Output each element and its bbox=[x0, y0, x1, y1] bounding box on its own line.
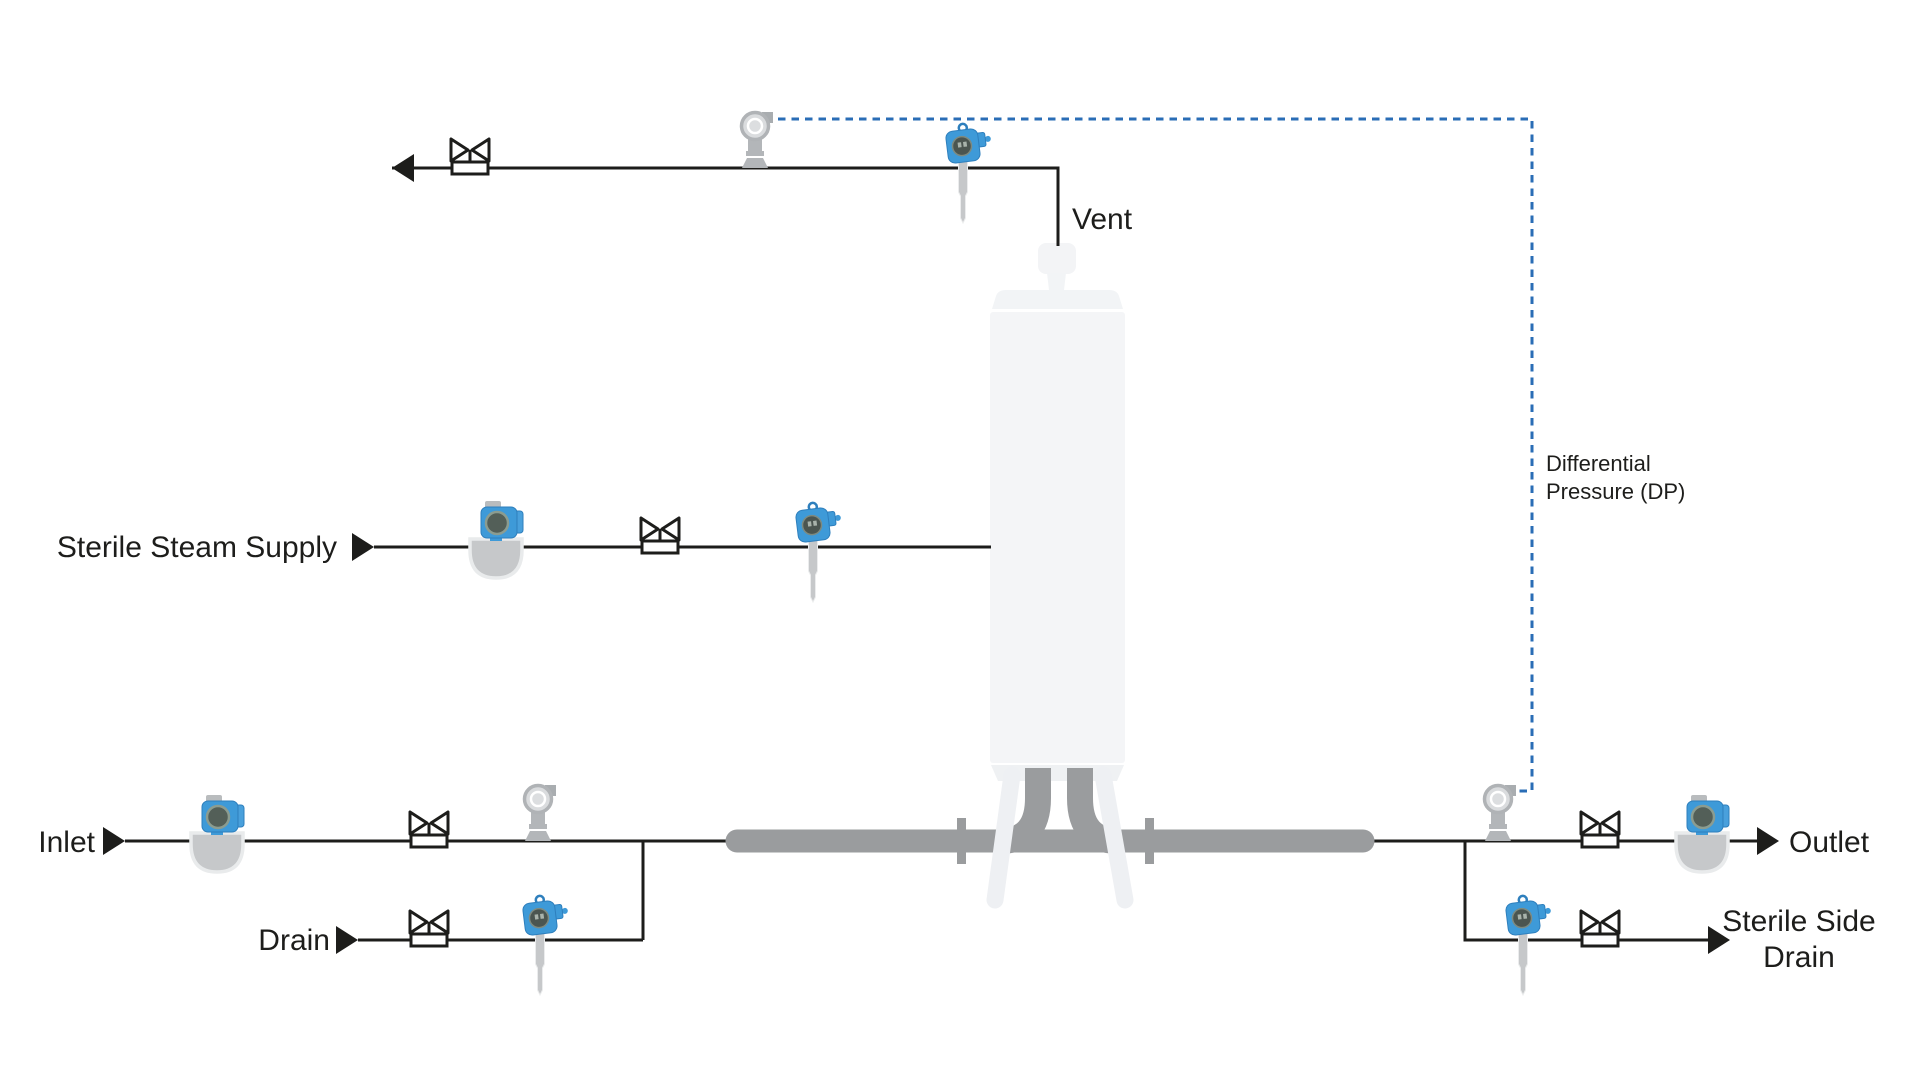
steam-flow-meter-icon bbox=[468, 499, 525, 580]
sterile-side-drain-valve-icon bbox=[1579, 909, 1621, 948]
main-process-line bbox=[103, 766, 1779, 942]
dp-signal-line bbox=[778, 117, 1534, 793]
outlet-label: Outlet bbox=[1789, 826, 1870, 859]
pipe-flange-right bbox=[1145, 818, 1154, 864]
sterile-side-drain-temperature-sensor-icon bbox=[1503, 891, 1555, 997]
vent-flow-arrow-icon bbox=[392, 154, 414, 182]
vent-line bbox=[392, 110, 1060, 246]
sterile-steam-supply-line bbox=[352, 498, 991, 604]
inlet-flow-meter-icon bbox=[189, 793, 246, 874]
differential-pressure-label-line2: Pressure (DP) bbox=[1546, 479, 1685, 504]
differential-pressure-label-line1: Differential bbox=[1546, 451, 1651, 476]
vessel-neck bbox=[1047, 273, 1066, 290]
sterile-steam-supply-label: Sterile Steam Supply bbox=[57, 531, 337, 564]
vessel-top-lip bbox=[992, 290, 1123, 309]
vessel-leg-left bbox=[986, 766, 1021, 909]
vent-valve-icon bbox=[449, 137, 491, 176]
outlet-flow-arrow-icon bbox=[1757, 827, 1779, 855]
steam-flow-arrow-icon bbox=[352, 533, 374, 561]
sterile-side-drain-line bbox=[1503, 891, 1730, 997]
steam-valve-icon bbox=[639, 516, 681, 555]
pipe-flange-left bbox=[957, 818, 966, 864]
vent-temperature-sensor-icon bbox=[943, 119, 995, 225]
drain-temperature-sensor-icon bbox=[520, 891, 572, 997]
filter-housing-vessel bbox=[990, 243, 1125, 781]
sterile-side-drain-label-line2: Drain bbox=[1763, 941, 1835, 974]
outlet-valve-icon bbox=[1579, 810, 1621, 849]
inlet-pressure-transmitter-icon bbox=[522, 783, 558, 843]
sterile-side-drain-label-line1: Sterile Side bbox=[1722, 905, 1875, 938]
inlet-label: Inlet bbox=[38, 826, 95, 859]
outlet-flow-meter-icon bbox=[1674, 793, 1731, 874]
steam-temperature-sensor-icon bbox=[793, 498, 845, 604]
drain-valve-icon bbox=[408, 909, 450, 948]
inlet-flow-arrow-icon bbox=[103, 827, 125, 855]
drain-line bbox=[336, 891, 572, 997]
inlet-valve-icon bbox=[408, 810, 450, 849]
vessel-body bbox=[990, 312, 1125, 763]
vessel-vent-cap bbox=[1038, 243, 1076, 274]
vent-pressure-transmitter-icon bbox=[739, 110, 775, 170]
vent-label: Vent bbox=[1072, 203, 1133, 236]
outlet-pressure-transmitter-icon bbox=[1482, 783, 1518, 843]
vessel-leg-right bbox=[1094, 766, 1134, 909]
drain-flow-arrow-icon bbox=[336, 926, 358, 954]
drain-label: Drain bbox=[258, 924, 330, 957]
